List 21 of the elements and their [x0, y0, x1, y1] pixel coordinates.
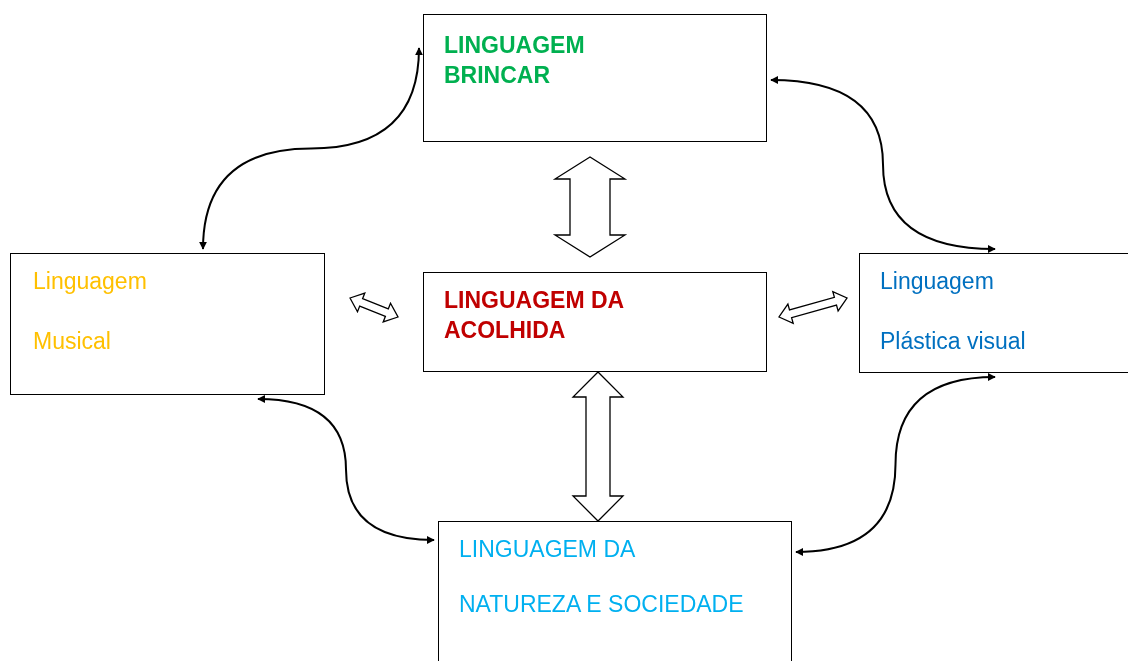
- text-box: [438, 521, 792, 661]
- box-label: Plástica visual: [880, 326, 1026, 356]
- box-label: LINGUAGEM DA ACOLHIDA: [444, 286, 625, 345]
- box-label: LINGUAGEM DA: [459, 535, 636, 564]
- double-block-arrow: [552, 156, 628, 258]
- box-label: NATUREZA E SOCIEDADE: [459, 589, 744, 619]
- text-box: [859, 253, 1128, 373]
- double-block-arrow: [349, 292, 399, 323]
- text-box: [10, 253, 325, 395]
- curved-arrow: [257, 395, 435, 544]
- box-label: Musical: [33, 326, 111, 356]
- curved-arrow: [795, 373, 996, 556]
- curved-arrow: [199, 47, 423, 250]
- box-label: Linguagem: [33, 267, 147, 296]
- text-box: [423, 272, 767, 372]
- double-block-arrow: [571, 371, 625, 522]
- box-label: Linguagem: [880, 267, 994, 296]
- box-label: LINGUAGEM BRINCAR: [444, 31, 586, 90]
- curved-arrow: [770, 76, 996, 253]
- text-box: [423, 14, 767, 142]
- double-block-arrow: [778, 290, 848, 325]
